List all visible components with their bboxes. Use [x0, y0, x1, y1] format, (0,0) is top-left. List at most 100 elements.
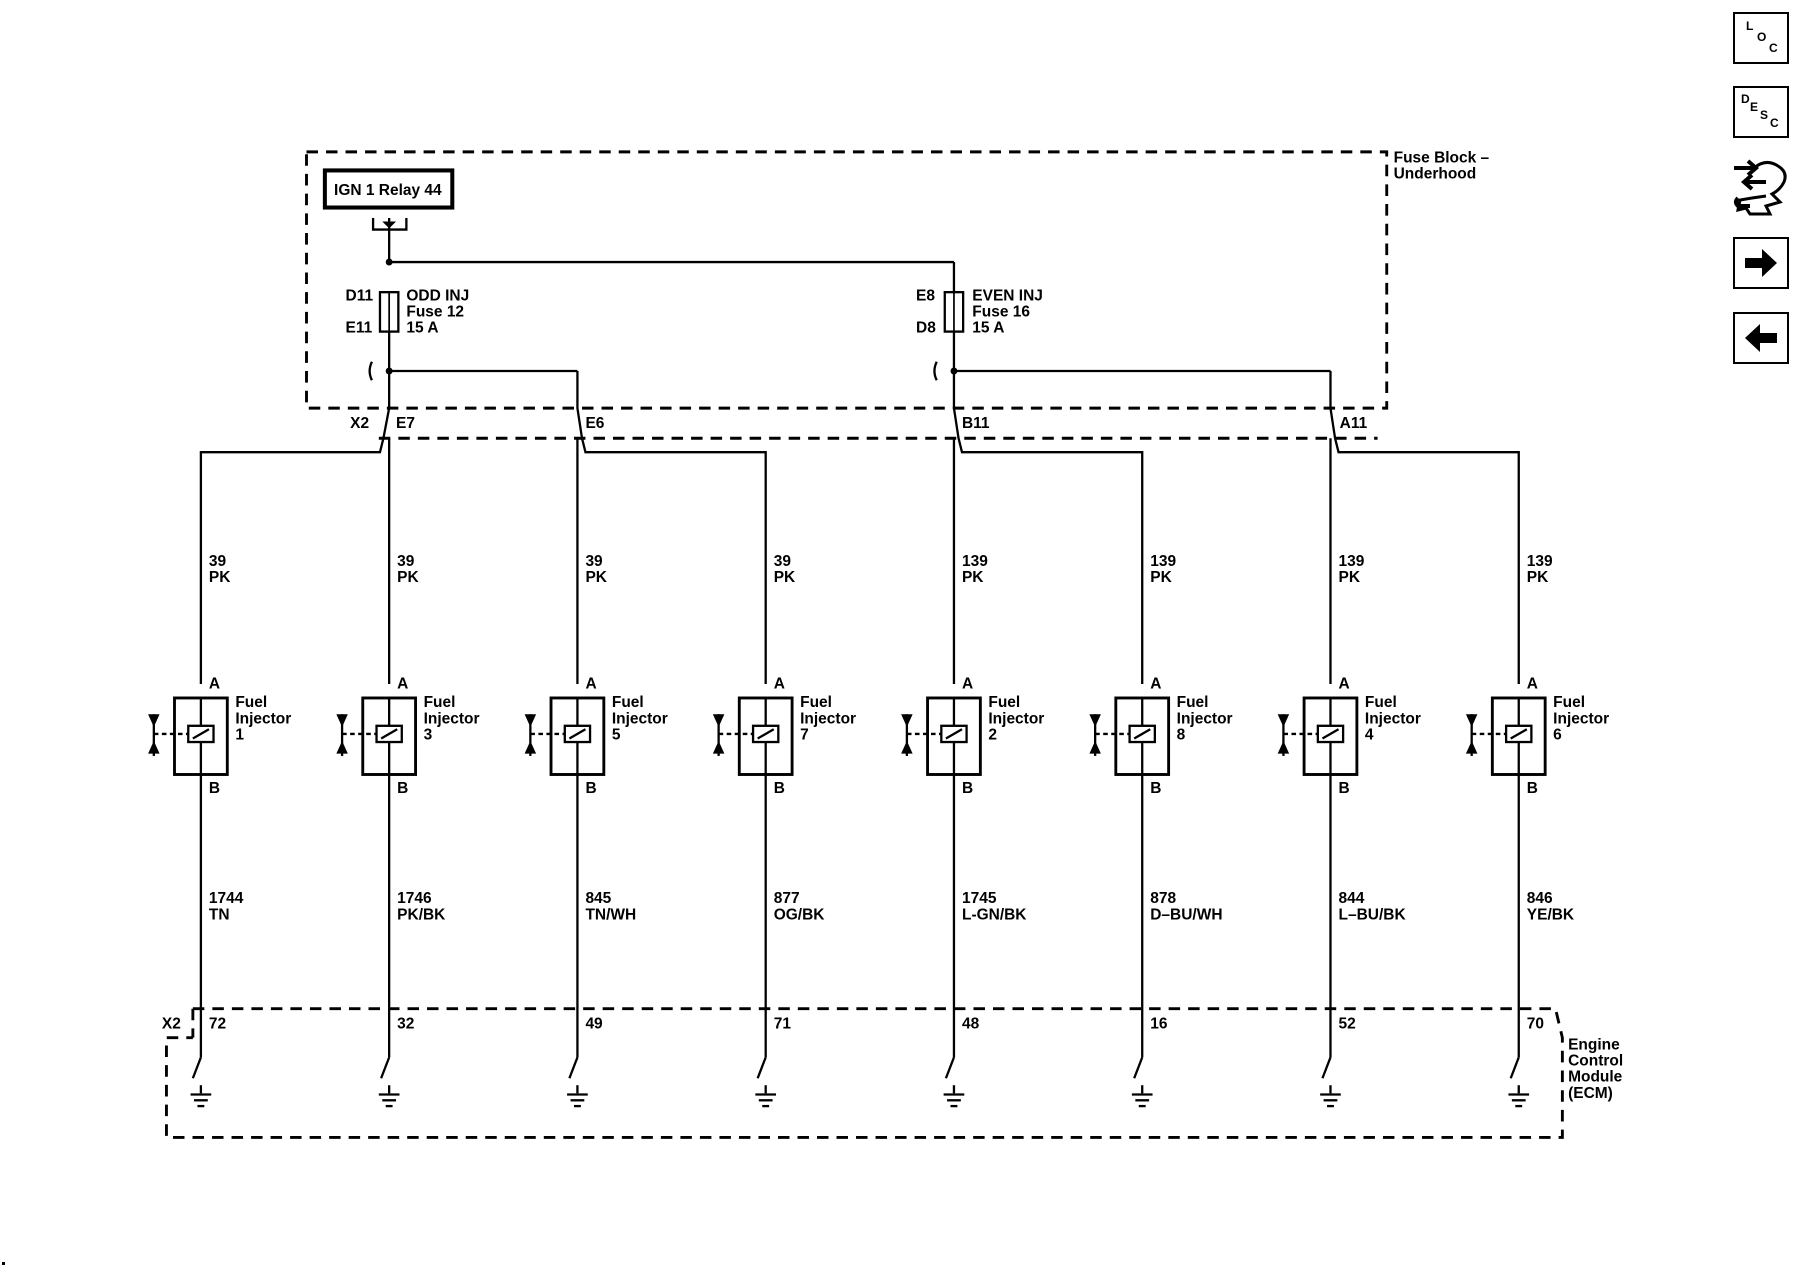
injector-6-feed-color-label: PK — [1527, 569, 1549, 586]
injector-6-pin-a-label: A — [1527, 676, 1538, 693]
injector-7-valve-arrow-up — [712, 740, 725, 754]
injector-2-pin-b-label: B — [962, 780, 973, 797]
injector-4-pin-b-label: B — [1339, 780, 1350, 797]
upper-pin-a11: A11 — [1340, 415, 1368, 432]
injector-columns: 39PKAFuelInjector1B1744TN7239PKAFuelInje… — [148, 553, 1609, 1108]
even-fuse-name: EVEN INJ — [972, 287, 1043, 304]
injector-5-ctrl-circuit-label: 845 — [585, 890, 611, 907]
injector-8-feed-color-label: PK — [1150, 569, 1172, 586]
injector-7-feed-color-label: PK — [774, 569, 796, 586]
odd-fuse-pin-bottom: E11 — [346, 320, 373, 337]
injector-3-feed-color-label: PK — [397, 569, 419, 586]
ecm-x2-label: X2 — [162, 1015, 181, 1032]
injector-1-ecm-pin-label: 72 — [209, 1015, 227, 1032]
loc-letter-c: C — [1769, 41, 1778, 55]
injector-7-coil-slash — [757, 728, 775, 740]
upper-pin-b11: B11 — [962, 415, 990, 432]
next-page-button[interactable] — [1733, 237, 1789, 289]
injector-8-name-label: Fuel — [1177, 694, 1209, 711]
injector-5-name-label: Fuel — [612, 694, 644, 711]
ecm-label-2: Control — [1568, 1052, 1623, 1069]
fuse-block-label-1: Fuse Block – — [1394, 149, 1490, 166]
injector-5-type-label: Injector — [612, 710, 668, 727]
loc-button[interactable]: L O C — [1733, 12, 1789, 64]
injector-8-ctrl-circuit-label: 878 — [1150, 890, 1176, 907]
loc-letter-l: L — [1746, 19, 1754, 33]
even-splice-jump — [933, 361, 938, 381]
injector-6-type-label: Injector — [1553, 710, 1609, 727]
injector-6-valve-arrow-up — [1465, 740, 1478, 754]
injector-1-feed-circuit-label: 39 — [209, 553, 227, 570]
injector-4-ctrl-color-label: L–BU/BK — [1339, 906, 1407, 923]
injector-6-valve-arrow-down — [1465, 714, 1478, 727]
injector-6-pin-b-label: B — [1527, 780, 1538, 797]
injector-3-pin-b-label: B — [397, 780, 408, 797]
injector-5-ecm-pin-label: 49 — [585, 1015, 603, 1032]
injector-2-name-label: Fuel — [988, 694, 1020, 711]
relay-terminal-arrow — [382, 221, 397, 229]
prev-page-button[interactable] — [1733, 312, 1789, 364]
ign1-relay-box — [322, 168, 455, 210]
desc-button[interactable]: D E S C — [1733, 86, 1789, 138]
upper-pin-e7: E7 — [396, 415, 415, 432]
injector-8-valve-arrow-up — [1089, 740, 1101, 754]
injector-8-coil-slash — [1133, 728, 1151, 740]
injector-1-ctrl-color-label: TN — [209, 906, 230, 923]
upper-x2-label: X2 — [350, 415, 369, 432]
injector-8-feed-circuit-label: 139 — [1150, 553, 1176, 570]
injector-4-coil-slash — [1321, 728, 1340, 740]
injector-4-driver-switch — [1321, 1056, 1332, 1079]
injector-5-ctrl-color-label: TN/WH — [585, 906, 636, 923]
injector-5-pin-b-label: B — [585, 780, 596, 797]
injector-1-number-label: 1 — [235, 727, 244, 744]
injector-3-valve-arrow-down — [336, 714, 348, 727]
fuse-block-label-2: Underhood — [1394, 165, 1477, 182]
injector-6-ctrl-circuit-label: 846 — [1527, 890, 1553, 907]
injector-7-feed-circuit-label: 39 — [774, 553, 792, 570]
injector-5-driver-switch — [568, 1056, 579, 1079]
injector-4-type-label: Injector — [1365, 710, 1421, 727]
injector-1-valve-arrow-down — [148, 714, 160, 727]
injector-3-number-label: 3 — [424, 727, 433, 744]
odd-splice-jump — [368, 361, 373, 381]
wire-e6-branch — [576, 371, 767, 685]
odd-fuse-rating: 15 A — [406, 320, 438, 337]
injector-3-ctrl-color-label: PK/BK — [397, 906, 446, 923]
injector-7-pin-a-label: A — [774, 676, 785, 693]
desc-letter-e: E — [1750, 100, 1759, 114]
injector-4-feed-circuit-label: 139 — [1339, 553, 1365, 570]
injector-5-coil-slash — [568, 728, 587, 740]
connector-end-view-icon[interactable] — [1730, 156, 1792, 220]
injector-4-ecm-pin-label: 52 — [1339, 1015, 1357, 1032]
arrow-left-icon — [1745, 324, 1777, 352]
injector-3-ctrl-circuit-label: 1746 — [397, 890, 432, 907]
wire-e7-branch — [199, 371, 391, 685]
injector-4-valve-arrow-up — [1277, 740, 1290, 754]
injector-5-pin-a-label: A — [585, 676, 596, 693]
upper-pin-e6: E6 — [585, 415, 604, 432]
wire-a11-branch — [1329, 371, 1520, 685]
injector-7-name-label: Fuel — [800, 694, 832, 711]
fuse-block-outline — [305, 150, 1389, 410]
injector-7-type-label: Injector — [800, 710, 856, 727]
injector-2-ctrl-color-label: L-GN/BK — [962, 906, 1027, 923]
injector-8-type-label: Injector — [1177, 710, 1233, 727]
desc-letter-s: S — [1760, 108, 1769, 122]
desc-letter-d: D — [1741, 92, 1750, 106]
injector-7-ctrl-circuit-label: 877 — [774, 890, 800, 907]
injector-1-feed-color-label: PK — [209, 569, 231, 586]
injector-8-pin-b-label: B — [1150, 780, 1161, 797]
injector-7-number-label: 7 — [800, 727, 809, 744]
injector-3-ecm-pin-label: 32 — [397, 1015, 415, 1032]
injector-5-valve-arrow-up — [524, 740, 537, 754]
injector-2-ecm-pin-label: 48 — [962, 1015, 980, 1032]
injector-5-number-label: 5 — [612, 727, 621, 744]
injector-1-ctrl-circuit-label: 1744 — [209, 890, 244, 907]
injector-8-driver-switch — [1133, 1056, 1144, 1079]
injector-2-valve-arrow-up — [901, 740, 913, 754]
injector-3-valve-arrow-up — [336, 740, 348, 754]
odd-fuse-pin-top: D11 — [346, 287, 374, 304]
injector-3-coil-slash — [380, 728, 398, 740]
loc-letter-o: O — [1757, 30, 1767, 44]
